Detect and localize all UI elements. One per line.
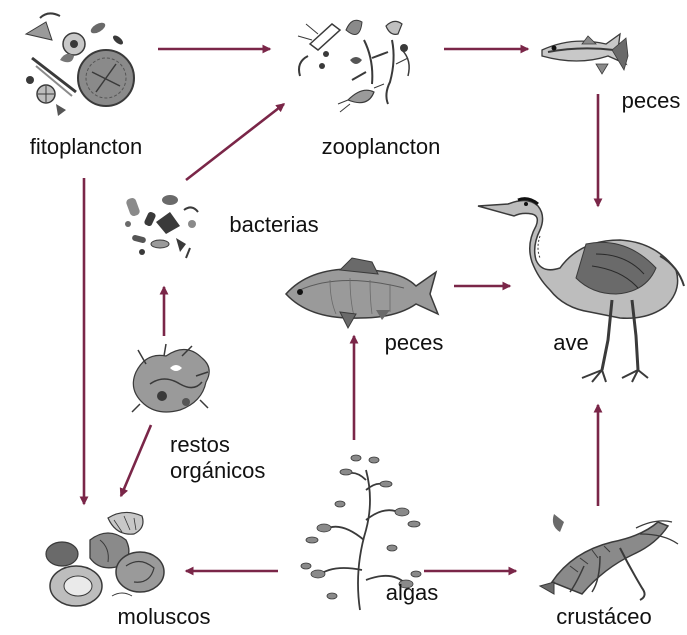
node-label-bacterias: bacterias xyxy=(229,212,318,237)
crayfish-icon xyxy=(540,514,678,600)
node-label-organicos: orgánicos xyxy=(170,458,265,483)
node-label-restos: restos xyxy=(170,432,230,457)
node-label-fitoplancton: fitoplancton xyxy=(30,134,143,159)
node-label-moluscos: moluscos xyxy=(118,604,211,629)
mollusc-icon xyxy=(46,512,164,606)
node-label-algas: algas xyxy=(386,580,439,605)
arrow-bacterias-to-zooplancton xyxy=(186,104,284,180)
arrow-restos-to-moluscos xyxy=(121,425,151,496)
small-fish-icon xyxy=(542,34,628,74)
carp-fish-icon xyxy=(286,258,438,328)
node-label-ave: ave xyxy=(553,330,588,355)
node-label-crustaceo: crustáceo xyxy=(556,604,651,629)
node-label-peces-top: peces xyxy=(622,88,681,113)
bacteria-icon xyxy=(125,195,198,258)
organic-debris-icon xyxy=(132,344,209,412)
node-label-peces-mid: peces xyxy=(385,330,444,355)
zooplankton-icon xyxy=(298,20,409,112)
node-label-zooplancton: zooplancton xyxy=(322,134,441,159)
phytoplankton-icon xyxy=(26,13,134,116)
